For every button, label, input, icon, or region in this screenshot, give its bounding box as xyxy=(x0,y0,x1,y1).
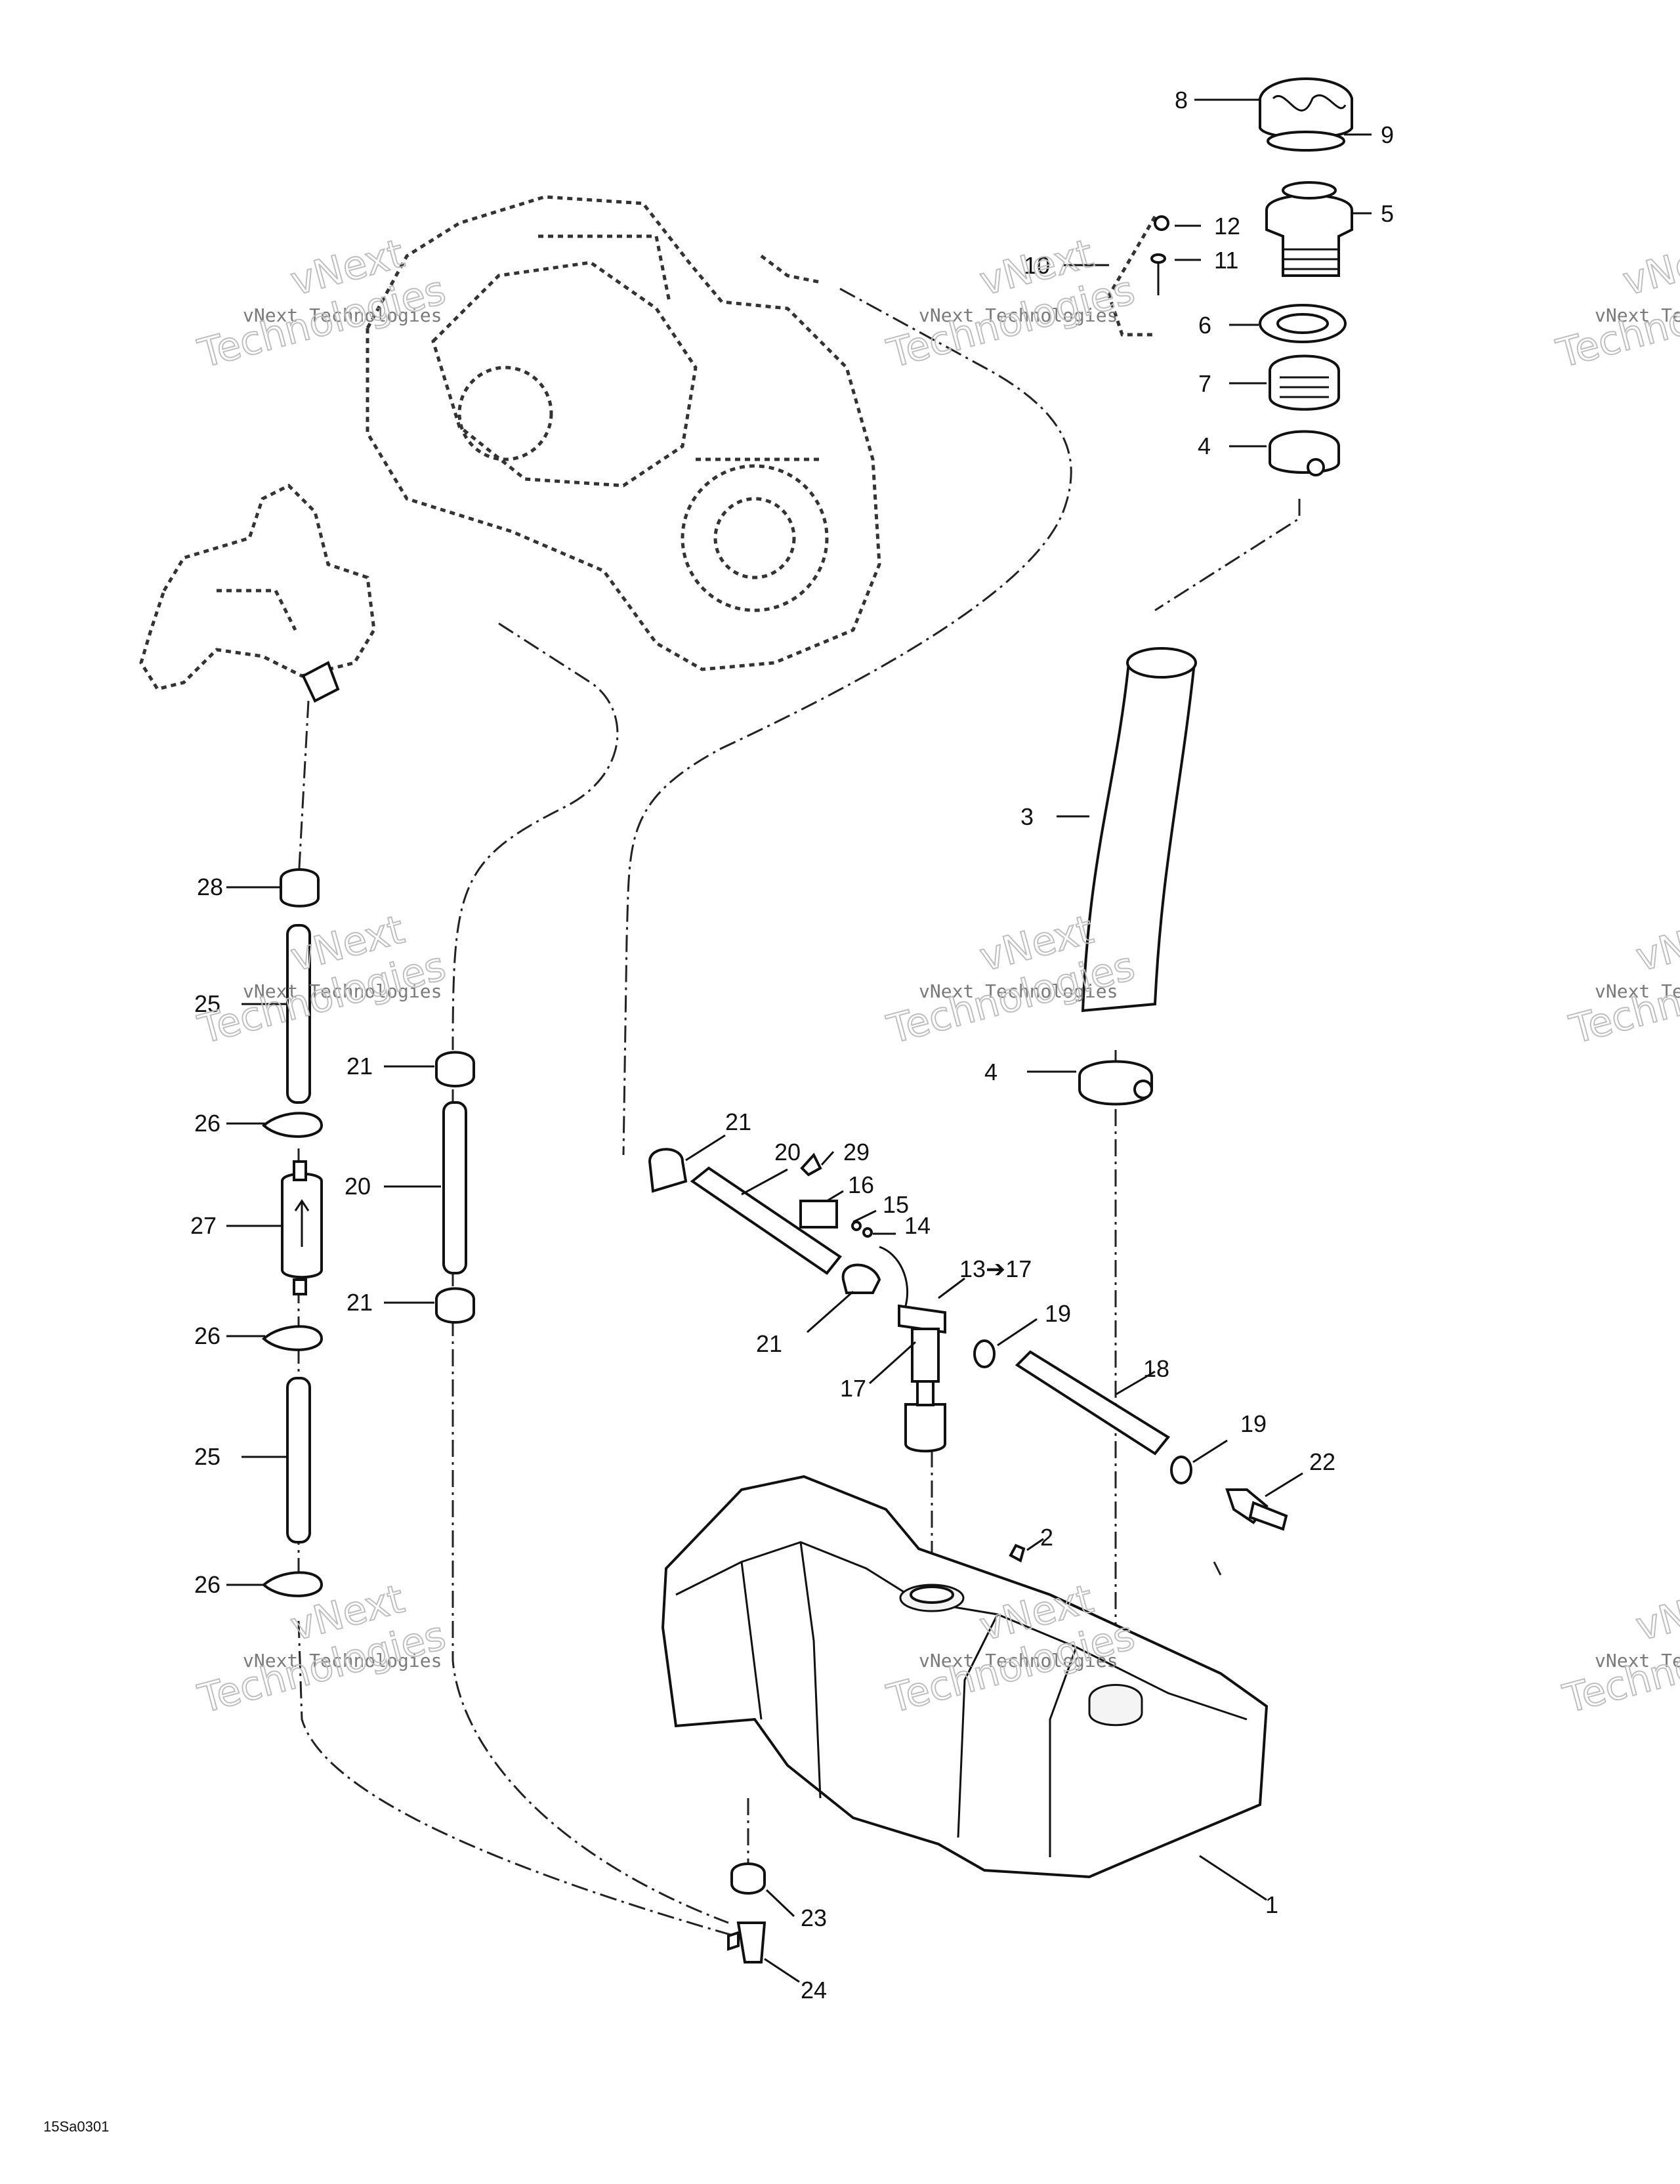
watermark-word: vNext xyxy=(1631,1576,1680,1650)
callout-10: 10 xyxy=(1024,252,1050,279)
callout-3: 3 xyxy=(1020,803,1034,830)
cap-tether xyxy=(1107,215,1169,337)
callout-5: 5 xyxy=(1381,200,1394,227)
callout-9: 9 xyxy=(1381,121,1394,148)
callout-16: 16 xyxy=(848,1171,874,1198)
watermark-text: vNext Technologies xyxy=(1595,304,1680,326)
callout-29: 29 xyxy=(843,1139,870,1166)
callout-6: 6 xyxy=(1198,312,1211,339)
watermark-text: vNext Technologies xyxy=(919,1650,1118,1671)
callout-19-bottom: 19 xyxy=(1240,1410,1267,1437)
watermark-6: vNext vNext Technologies Technologies xyxy=(1564,906,1680,1054)
callout-8: 8 xyxy=(1175,87,1188,114)
callout-22: 22 xyxy=(1309,1448,1335,1475)
callout-25-bottom: 25 xyxy=(194,1443,220,1470)
callout-26-middle: 26 xyxy=(194,1322,220,1349)
callout-21-left-bottom: 21 xyxy=(346,1289,373,1316)
watermark-2: vNext vNext Technologies Technologies xyxy=(882,230,1140,378)
callout-26-bottom: 26 xyxy=(194,1571,220,1598)
callout-24: 24 xyxy=(801,1977,827,2004)
callout-23: 23 xyxy=(801,1904,827,1931)
callout-27: 27 xyxy=(190,1212,217,1239)
watermark-9: vNext vNext Technologies Technologies xyxy=(1558,1576,1680,1723)
watermark-word: vNext xyxy=(1631,907,1680,981)
leader-lines xyxy=(226,98,1372,1983)
callout-labels: 1 2 3 4 4 5 6 7 8 9 10 11 12 13➔17 14 15… xyxy=(190,87,1394,2004)
filler-hose xyxy=(1081,647,1197,1013)
callout-21-left-top: 21 xyxy=(346,1053,373,1080)
fuel-tank xyxy=(661,1475,1269,1879)
watermark-3: vNext vNext Technologies Technologies xyxy=(1551,230,1680,378)
callout-15: 15 xyxy=(883,1191,909,1218)
callout-20-right: 20 xyxy=(774,1139,801,1166)
callout-21-valve-bottom: 21 xyxy=(756,1330,782,1357)
fuel-pump-outline xyxy=(139,483,376,703)
callout-20-left: 20 xyxy=(345,1173,371,1200)
clamp-4-lower xyxy=(1078,1060,1153,1106)
callout-14: 14 xyxy=(904,1212,931,1239)
watermark-word: vNext xyxy=(1618,231,1680,305)
callout-4-bottom: 4 xyxy=(984,1059,998,1085)
callout-17: 17 xyxy=(840,1375,866,1402)
engine-outline xyxy=(366,195,881,671)
watermark-text: vNext Technologies xyxy=(243,304,442,326)
callout-28: 28 xyxy=(197,873,223,900)
tank-drain xyxy=(727,1862,766,1964)
watermark-text: vNext Technologies xyxy=(243,1650,442,1671)
watermark-text: vNext Technologies xyxy=(919,980,1118,1002)
watermark-text: vNext Technologies xyxy=(919,304,1118,326)
callout-2: 2 xyxy=(1040,1524,1053,1551)
callout-13-17: 13➔17 xyxy=(959,1255,1032,1282)
watermark-7: vNext vNext Technologies Technologies xyxy=(193,1576,451,1723)
watermark-text: vNext Technologies xyxy=(1595,1650,1680,1671)
callout-26-top: 26 xyxy=(194,1110,220,1137)
watermark-1: vNext vNext Technologies Technologies xyxy=(193,230,451,378)
filler-cap-assembly xyxy=(1259,77,1353,476)
left-fuel-line-stack xyxy=(261,868,324,1597)
callout-7: 7 xyxy=(1198,370,1211,397)
watermark-text: vNext Technologies xyxy=(243,980,442,1002)
callout-11: 11 xyxy=(1214,247,1238,274)
callout-12: 12 xyxy=(1214,213,1240,240)
watermark-text: vNext Technologies xyxy=(1595,980,1680,1002)
callout-18: 18 xyxy=(1143,1355,1169,1382)
callout-25-top: 25 xyxy=(194,990,220,1017)
center-left-hose xyxy=(435,1051,475,1324)
callout-19-top: 19 xyxy=(1045,1300,1071,1327)
callout-21-valve-top: 21 xyxy=(725,1108,751,1135)
valve-cluster xyxy=(648,1148,1288,1531)
callout-1: 1 xyxy=(1265,1891,1278,1918)
diagram-reference-code: 15Sa0301 xyxy=(43,2118,109,2135)
watermark-4: vNext vNext Technologies Technologies xyxy=(193,906,451,1054)
callout-4-top: 4 xyxy=(1198,432,1211,459)
